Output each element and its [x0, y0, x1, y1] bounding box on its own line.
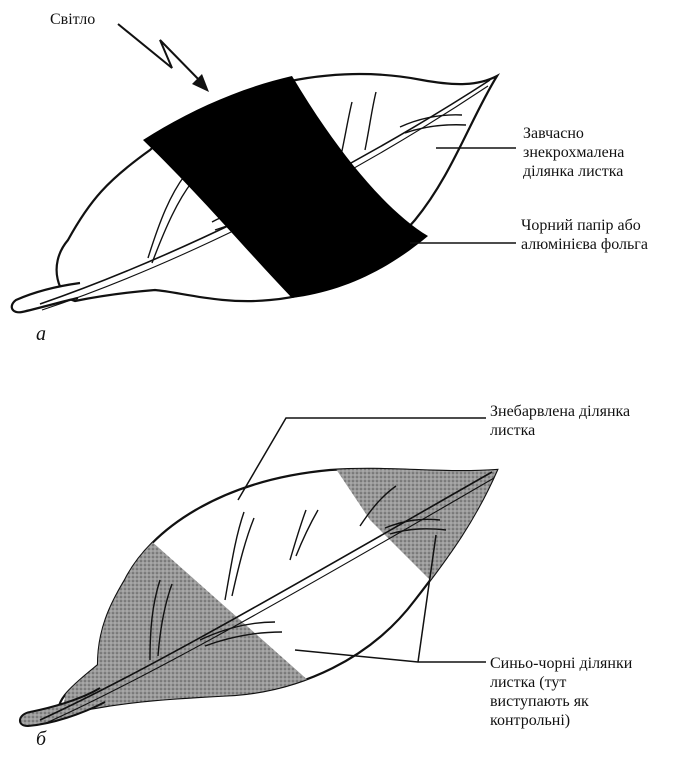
label-blueblack-line1: Синьо-чорні ділянки [490, 654, 632, 673]
label-destarched-line1: Завчасно [523, 124, 624, 143]
leaf-a [12, 24, 516, 312]
label-discolored-line2: листка [490, 421, 630, 440]
leaf-b-petiole [20, 688, 105, 726]
label-destarched-line2: знекрохмалена [523, 143, 624, 162]
leaf-b [20, 418, 510, 726]
leaf-a-petiole [12, 283, 80, 312]
label-discolored-line1: Знебарвлена ділянка [490, 402, 630, 421]
panel-letter-b: б [36, 728, 46, 751]
label-destarched-line3: ділянка листка [523, 162, 624, 181]
label-blueblack-line4: контрольні) [490, 711, 632, 730]
label-light: Світло [50, 10, 95, 29]
label-blueblack-line3: виступають як [490, 692, 632, 711]
label-paper-line2: алюмінієва фольга [521, 235, 648, 254]
label-destarched: Завчасно знекрохмалена ділянка листка [523, 124, 624, 181]
label-blueblack: Синьо-чорні ділянки листка (тут виступаю… [490, 654, 632, 730]
panel-letter-a: а [36, 323, 46, 346]
light-bolt [118, 24, 205, 86]
label-discolored: Знебарвлена ділянка листка [490, 402, 630, 440]
label-blueblack-line2: листка (тут [490, 673, 632, 692]
label-paper: Чорний папір або алюмінієва фольга [521, 216, 648, 254]
label-paper-line1: Чорний папір або [521, 216, 648, 235]
